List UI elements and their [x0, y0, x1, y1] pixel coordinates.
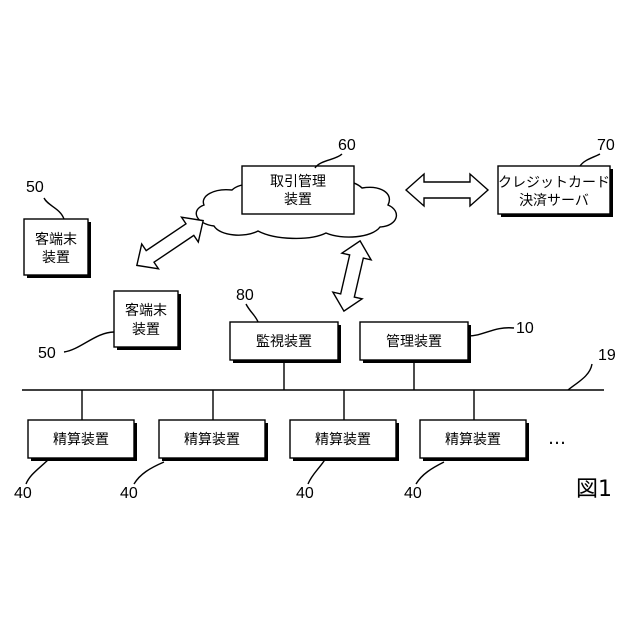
customer-terminal-2-label-line1: 客端末 [125, 302, 167, 319]
figure-label: 図1 [576, 477, 612, 502]
ref-19-leader [568, 364, 592, 390]
ref-40-4-leader [416, 462, 444, 484]
customer-terminal-2-label-line2: 装置 [132, 322, 160, 338]
checkout-device-2: 精算装置 [159, 420, 268, 461]
ref-40-2: 40 [120, 485, 138, 502]
ref-70: 70 [597, 137, 615, 154]
ref-10: 10 [516, 320, 534, 337]
double-arrow-cloud-management [329, 238, 374, 315]
checkout-device-label: 精算装置 [315, 432, 371, 448]
customer-terminal-2-box [114, 291, 178, 347]
transaction-management-label-line1: 取引管理 [270, 174, 326, 190]
checkout-device-label: 精算装置 [184, 432, 240, 448]
customer-terminal-1-label-line1: 客端末 [35, 231, 77, 248]
transaction-management-cloud: 取引管理 装置 [196, 166, 396, 238]
ref-40-4: 40 [404, 485, 422, 502]
ref-40-2-leader [134, 462, 164, 484]
ref-10-leader [468, 328, 514, 336]
ref-40-1: 40 [14, 485, 32, 502]
ref-50-bottom: 50 [38, 345, 56, 362]
ref-70-leader [580, 154, 600, 166]
ref-19: 19 [598, 347, 616, 364]
credit-card-server-label-line2: 決済サーバ [519, 193, 589, 209]
ref-80: 80 [236, 287, 254, 304]
transaction-management-label-line2: 装置 [284, 192, 312, 208]
management-device-label: 管理装置 [386, 334, 442, 350]
ref-60: 60 [338, 137, 356, 154]
checkout-device-1: 精算装置 [28, 420, 137, 461]
ref-40-3-leader [308, 458, 326, 484]
credit-card-server-label-line1: クレジットカード [498, 175, 610, 191]
ref-50-top: 50 [26, 179, 44, 196]
ref-40-1-leader [26, 458, 50, 484]
ref-50-top-leader [44, 198, 64, 219]
ref-50-bottom-leader [64, 332, 114, 352]
checkout-device-4: 精算装置 [420, 420, 529, 461]
ref-40-3: 40 [296, 485, 314, 502]
customer-terminal-1-label-line2: 装置 [42, 250, 70, 266]
more-devices-indicator: … [548, 428, 566, 449]
ref-80-leader [246, 304, 258, 322]
double-arrow-cloud-credit [406, 174, 488, 206]
checkout-device-3: 精算装置 [290, 420, 399, 461]
monitoring-device-label: 監視装置 [256, 333, 312, 350]
checkout-device-label: 精算装置 [53, 432, 109, 448]
checkout-device-label: 精算装置 [445, 432, 501, 448]
